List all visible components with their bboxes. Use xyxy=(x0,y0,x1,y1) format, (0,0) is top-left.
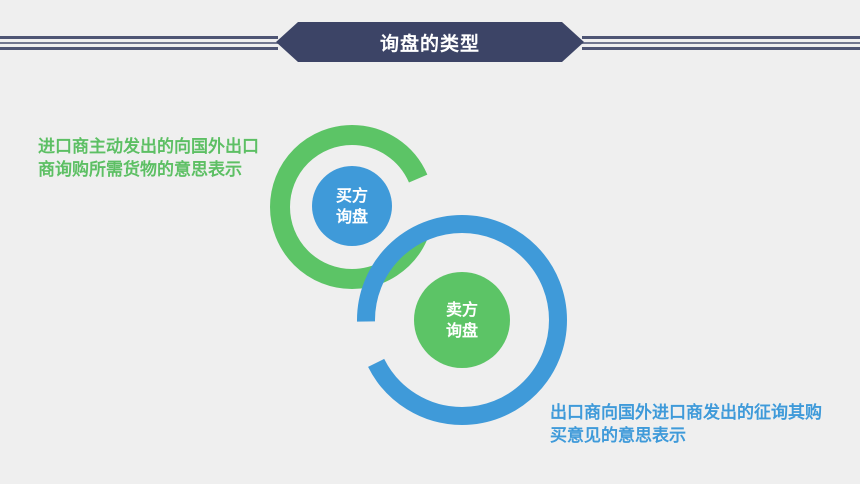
buyer-inquiry-label: 买方 询盘 xyxy=(335,186,368,226)
page-title: 询盘的类型 xyxy=(379,32,480,55)
seller-inquiry-description: 出口商向国外进口商发出的征询其购买意见的意思表示 xyxy=(550,403,822,446)
seller-inner-circle xyxy=(414,272,510,368)
title-ribbon-shape xyxy=(276,22,584,62)
buyer-ring xyxy=(270,125,434,289)
buyer-inquiry-description: 进口商主动发出的向国外出口商询购所需货物的意思表示 xyxy=(38,137,259,180)
seller-inquiry-label: 卖方 询盘 xyxy=(445,300,478,340)
header-left-lines xyxy=(0,36,278,50)
seller-ring xyxy=(357,215,567,425)
buyer-inner-circle xyxy=(312,166,392,246)
title-ribbon: 询盘的类型 xyxy=(276,22,584,62)
header-right-lines xyxy=(582,36,860,50)
